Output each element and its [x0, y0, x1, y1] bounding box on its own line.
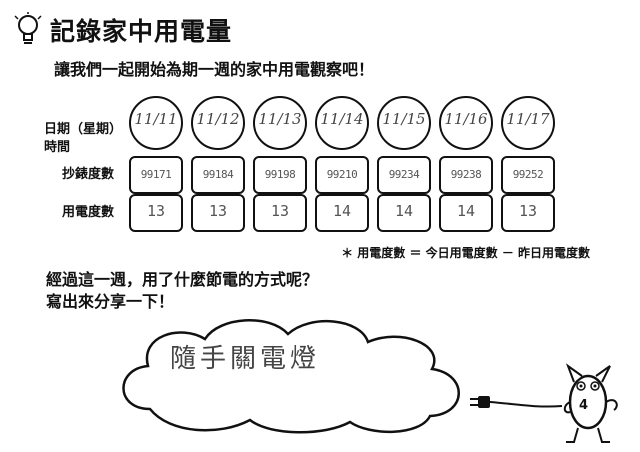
usage-box	[191, 194, 245, 232]
usage-box	[501, 194, 555, 232]
label-meter-reading: 抄錶度數	[62, 167, 115, 182]
meter-value: 99210	[326, 168, 358, 181]
meter-box	[253, 156, 307, 194]
usage-value: 14	[394, 202, 414, 220]
label-time: 時間	[44, 140, 71, 155]
cloud-answer-area	[122, 319, 460, 434]
usage-box	[377, 194, 431, 232]
meter-value: 99238	[450, 168, 482, 181]
usage-value: 13	[146, 202, 166, 220]
meter-box	[501, 156, 555, 194]
usage-value: 13	[208, 202, 228, 220]
usage-box	[253, 194, 307, 232]
intro-text: 讓我們一起開始為期一週的家中用電觀察吧！	[54, 60, 375, 79]
date-value: 11/16	[444, 110, 488, 128]
meter-box	[377, 156, 431, 194]
mascot-number: 4	[579, 398, 589, 413]
lightbulb-icon	[14, 12, 42, 44]
answer-text: 隨手關電燈	[170, 344, 321, 374]
meter-value: 99234	[388, 168, 420, 181]
date-value: 11/13	[258, 110, 302, 128]
usage-box	[315, 194, 369, 232]
date-value: 11/12	[196, 110, 240, 128]
usage-value: 14	[456, 202, 476, 220]
formula-note: ＊ 用電度數 ＝ 今日用電度數 － 昨日用電度數	[341, 246, 590, 260]
date-value: 11/11	[134, 110, 178, 128]
mascot-icon	[563, 363, 618, 443]
usage-value: 14	[332, 202, 352, 220]
label-usage: 用電度數	[62, 205, 115, 220]
usage-box	[129, 194, 183, 232]
meter-box	[439, 156, 493, 194]
meter-value: 99171	[140, 168, 172, 181]
date-circle	[439, 96, 493, 150]
question-line-2: 寫出來分享一下！	[46, 292, 175, 311]
page-title: 記錄家中用電量	[50, 17, 233, 46]
date-circle	[501, 96, 555, 150]
meter-box	[191, 156, 245, 194]
date-value: 11/14	[320, 110, 364, 128]
date-circle	[253, 96, 307, 150]
meter-box	[315, 156, 369, 194]
usage-box	[439, 194, 493, 232]
date-value: 11/15	[382, 110, 426, 128]
date-circle	[315, 96, 369, 150]
date-circle	[377, 96, 431, 150]
date-value: 11/17	[506, 110, 550, 128]
usage-value: 13	[270, 202, 290, 220]
question-line-1: 經過這一週，用了什麼節電的方式呢？	[46, 270, 319, 289]
meter-value: 99184	[202, 168, 234, 181]
meter-box	[129, 156, 183, 194]
date-circle	[191, 96, 245, 150]
usage-value: 13	[518, 202, 538, 220]
meter-value: 99198	[264, 168, 296, 181]
label-date: 日期（星期）	[44, 122, 123, 137]
meter-value: 99252	[512, 168, 544, 181]
date-circle	[129, 96, 183, 150]
plug-icon	[470, 396, 563, 408]
